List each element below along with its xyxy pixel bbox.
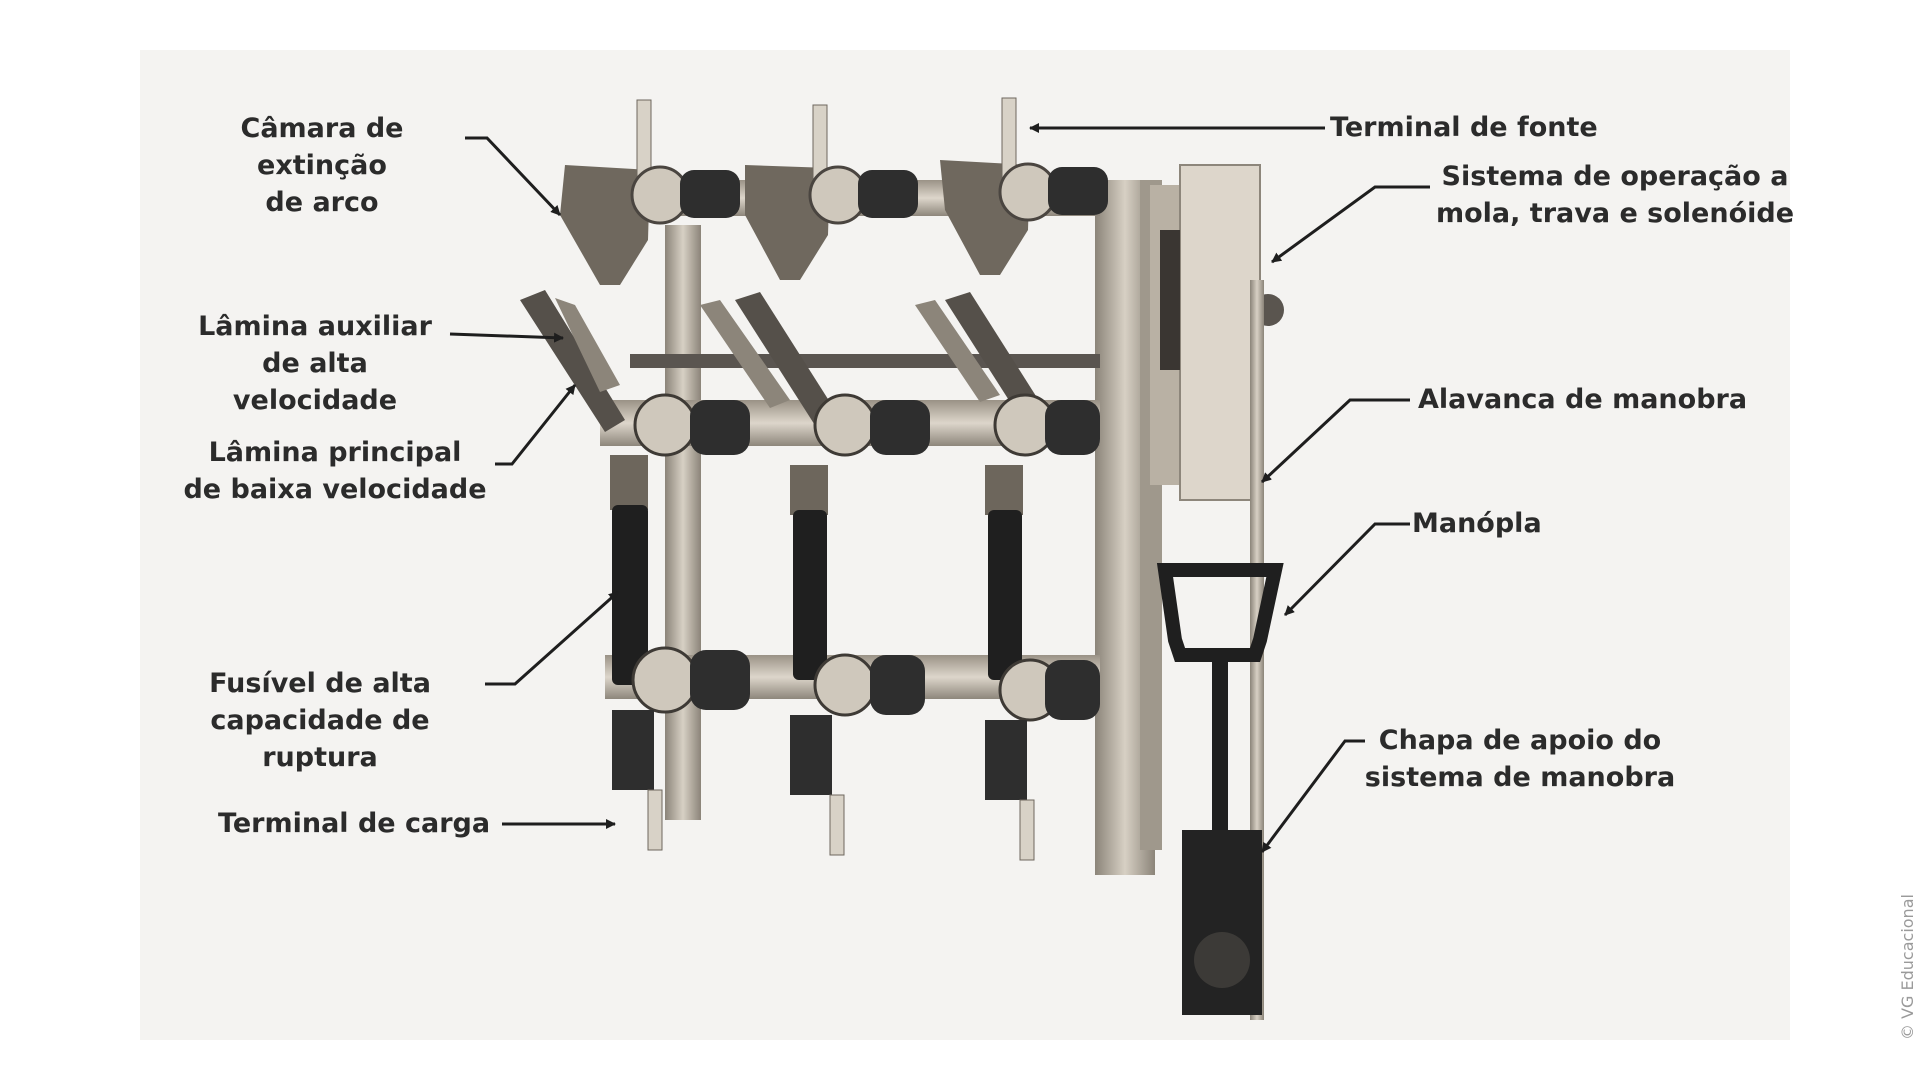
label-operating-lever: Alavanca de manobra [1418,384,1748,415]
frame-post-left [665,225,701,820]
label-fuse: Fusível de alta capacidade de ruptura [209,668,431,773]
load-terminals [612,710,1035,861]
fuses [610,455,1023,685]
label-auxiliary-blade: Lâmina auxiliar de alta velocidade [198,311,432,416]
bottom-insulators [631,646,1100,722]
label-arc-chamber: Câmara de extinção de arco [240,113,404,218]
label-spring-operating-system: Sistema de operação a mola, trava e sole… [1435,161,1795,229]
label-source-terminal: Terminal de fonte [1330,112,1598,143]
credit-watermark: © VG Educacional [1898,894,1917,1040]
middle-insulators [633,393,1100,457]
source-terminals [630,97,1108,225]
label-main-blade: Lâmina principal de baixa velocidade [183,437,487,505]
operating-shaft [630,354,1100,368]
switch-blades [520,290,1048,432]
spring-operating-mechanism [1150,164,1284,501]
label-handle: Manópla [1412,508,1542,539]
label-load-terminal: Terminal de carga [218,808,491,839]
leader-lines [449,123,1430,853]
label-support-plate: Chapa de apoio do sistema de manobra [1364,725,1676,793]
handle [1156,563,1284,850]
